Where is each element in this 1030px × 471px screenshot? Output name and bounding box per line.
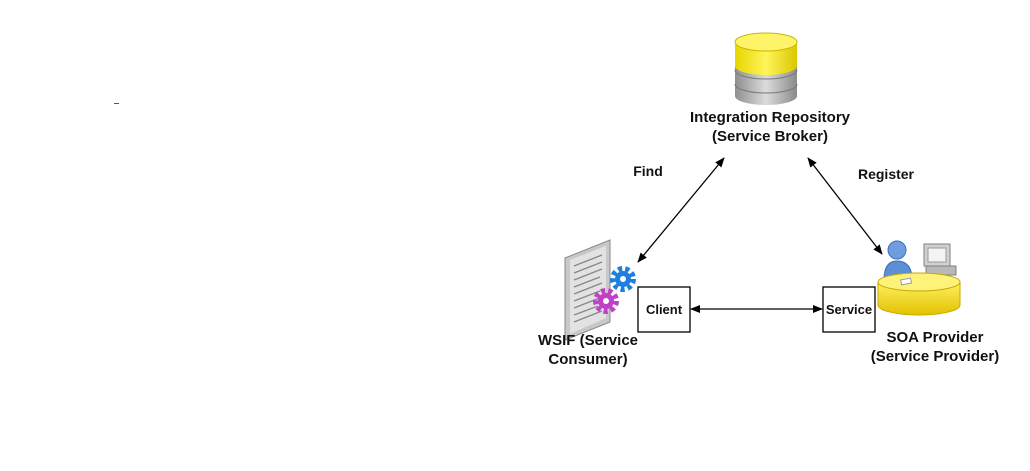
find-arrow (637, 157, 725, 263)
purple-gear-icon (593, 288, 619, 314)
consumer-title: WSIF (Service (537, 332, 639, 349)
repository-subtitle: (Service Broker) (712, 128, 828, 145)
database-icon (734, 32, 798, 105)
service-box (822, 286, 876, 333)
document-gears-icon (564, 239, 636, 341)
blue-gear-icon (610, 266, 636, 292)
provider-title: SOA Provider (886, 329, 984, 346)
service-label: Service (825, 302, 873, 317)
repository-title: Integration Repository (689, 109, 850, 126)
client-box (637, 286, 691, 333)
provider-subtitle: (Service Provider) (870, 348, 1000, 365)
user-at-computer-icon (877, 240, 961, 316)
find-label: Find (633, 163, 663, 179)
stray-dash-mark (114, 103, 119, 104)
client-label: Client (645, 302, 683, 317)
consumer-subtitle: Consumer) (548, 351, 628, 368)
register-arrow (807, 157, 883, 255)
register-label: Register (857, 166, 915, 182)
